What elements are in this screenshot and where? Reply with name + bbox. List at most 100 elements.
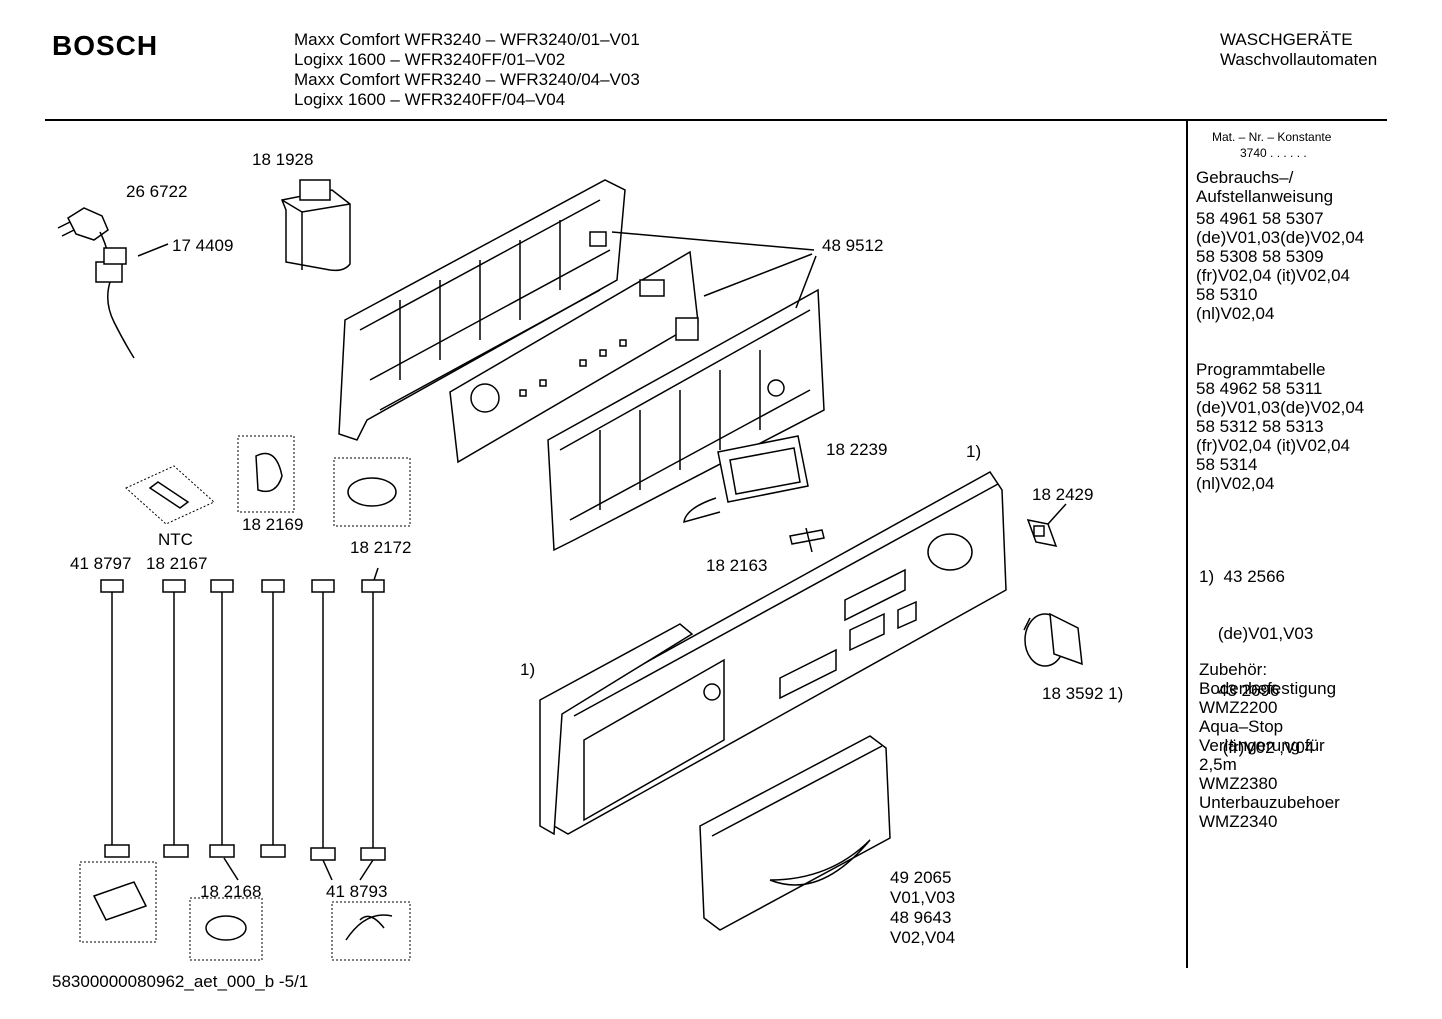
accessory-line: Unterbauzubehoer <box>1199 793 1340 812</box>
manual-line: 58 5308 58 5309 <box>1196 247 1324 266</box>
wire-harness-icon <box>260 579 286 858</box>
part-label: 18 1928 <box>252 150 314 169</box>
leader-line <box>359 859 374 881</box>
ntc-sensor-icon <box>125 465 215 525</box>
sensor-part-icon <box>255 452 283 493</box>
pressure-switch-part-icon <box>347 477 397 507</box>
part-variant: V01,V03 <box>890 888 956 907</box>
part-variant: V02,V04 <box>890 928 956 947</box>
note-line: 1) 43 2566 <box>1199 567 1286 586</box>
part-label: 18 2239 <box>826 440 888 459</box>
brand-logo: BOSCH <box>52 30 159 61</box>
part-label: 17 4409 <box>172 236 234 255</box>
program-line: 58 5312 58 5313 <box>1196 417 1324 436</box>
ntc-probe-icon <box>148 481 190 509</box>
model-line: Maxx Comfort WFR3240 – WFR3240/01–V01 <box>294 30 640 49</box>
program-line: 58 5314 <box>1196 455 1258 474</box>
part-label: 18 2167 <box>146 554 208 573</box>
note-line: 43 2696 <box>1199 681 1280 700</box>
accessory-line: Verlängerung für <box>1199 736 1325 755</box>
manual-section: Gebrauchs–/ Aufstellanweisung 58 4961 58… <box>1196 168 1364 323</box>
wire-harness-icon <box>360 579 386 861</box>
accessory-line: Zubehör: <box>1199 660 1268 679</box>
part-label: 41 8793 <box>326 882 388 901</box>
part-label: 18 2429 <box>1032 485 1094 504</box>
leader-line <box>795 255 817 309</box>
power-plug-icon <box>57 207 135 359</box>
pump-part-icon <box>92 881 148 921</box>
seal-gasket-icon <box>539 623 694 836</box>
part-label: NTC <box>158 530 193 549</box>
valve-part-icon <box>205 915 247 941</box>
valve-box-icon <box>189 897 263 961</box>
note-line: (de)V01,V03 <box>1199 624 1314 643</box>
note-line: (fr)V02 ,V04 <box>1199 738 1315 757</box>
display-module-icon <box>683 435 809 524</box>
leader-line <box>223 857 239 881</box>
program-line: (fr)V02,04 (it)V02,04 <box>1196 436 1351 455</box>
part-label: 18 2168 <box>200 882 262 901</box>
leader-line <box>322 859 333 881</box>
part-label: 18 2169 <box>242 515 304 534</box>
accessory-line: WMZ2200 <box>1199 698 1278 717</box>
pressure-switch-box-icon <box>333 457 411 527</box>
switch-button-icon <box>1026 519 1058 547</box>
drawer-part-labels: 49 2065 V01,V03 48 9643 V02,V04 <box>890 868 955 948</box>
program-section: Programmtabelle 58 4962 58 5311 (de)V01,… <box>1196 360 1364 493</box>
leader-line <box>137 243 169 257</box>
header-divider <box>45 119 1387 121</box>
part-label: 26 6722 <box>126 182 188 201</box>
sidebar-divider <box>1186 120 1188 968</box>
category-line-1: WASCHGERÄTE <box>1220 30 1353 49</box>
part-label: 18 2163 <box>706 556 768 575</box>
mat-number-label: Mat. – Nr. – Konstante <box>1212 130 1332 144</box>
note-section: 1) 43 2566 (de)V01,V03 43 2696 (fr)V02 ,… <box>1199 529 1314 776</box>
part-label: 41 8797 <box>70 554 132 573</box>
circuit-board-icon <box>449 250 699 464</box>
exploded-parts-diagram <box>57 179 1083 961</box>
manual-line: 58 5310 <box>1196 285 1258 304</box>
heater-part-icon <box>345 914 393 941</box>
manual-title: Aufstellanweisung <box>1196 187 1334 206</box>
accessory-line: Bodenbefestigung <box>1199 679 1337 698</box>
part-label: 18 2172 <box>350 538 412 557</box>
manual-title: Gebrauchs–/ <box>1196 168 1294 187</box>
accessory-line: WMZ2380 <box>1199 774 1278 793</box>
model-line: Logixx 1600 – WFR3240FF/04–V04 <box>294 90 566 109</box>
part-label: 48 9643 <box>890 908 952 927</box>
wire-harness-icon <box>310 579 336 861</box>
connector-pin-icon <box>789 527 825 553</box>
manual-line: (de)V01,03(de)V02,04 <box>1196 228 1365 247</box>
program-line: (nl)V02,04 <box>1196 474 1275 493</box>
accessories-section: Zubehör: Bodenbefestigung WMZ2200 Aqua–S… <box>1199 660 1340 831</box>
program-line: 58 4962 58 5311 <box>1196 379 1323 398</box>
part-label: 18 3592 1) <box>1042 684 1124 703</box>
filter-capacitor-icon <box>280 179 351 272</box>
accessory-line: Aqua–Stop <box>1199 717 1284 736</box>
category: WASCHGERÄTE Waschvollautomaten <box>1220 30 1377 70</box>
program-line: (de)V01,03(de)V02,04 <box>1196 398 1365 417</box>
wire-harness-icon <box>162 579 189 858</box>
leader-line <box>611 231 815 251</box>
leader-line <box>373 567 379 581</box>
leader-line <box>1047 503 1067 525</box>
part-label: 49 2065 <box>890 868 952 887</box>
document-code: 58300000080962_aet_000_b -5/1 <box>52 972 309 991</box>
heater-box-icon <box>331 901 411 961</box>
pump-box-icon <box>79 861 157 943</box>
wire-harness-icon <box>209 579 235 858</box>
selector-knob-icon <box>1023 612 1083 667</box>
manual-line: 58 4961 58 5307 <box>1196 209 1324 228</box>
manual-line: (fr)V02,04 (it)V02,04 <box>1196 266 1351 285</box>
program-title: Programmtabelle <box>1196 360 1326 379</box>
mat-number-value: 3740 . . . . . . <box>1240 146 1307 160</box>
accessory-line: WMZ2340 <box>1199 812 1278 831</box>
part-note-marker: 1) <box>520 660 536 679</box>
control-panel-icon <box>553 471 1007 835</box>
sensor-box-icon <box>237 435 295 513</box>
accessory-line: 2,5m <box>1199 755 1237 774</box>
part-note-marker: 1) <box>966 442 982 461</box>
model-line: Logixx 1600 – WFR3240FF/01–V02 <box>294 50 566 69</box>
module-frame-icon <box>547 288 825 552</box>
model-line: Maxx Comfort WFR3240 – WFR3240/04–V03 <box>294 70 640 89</box>
